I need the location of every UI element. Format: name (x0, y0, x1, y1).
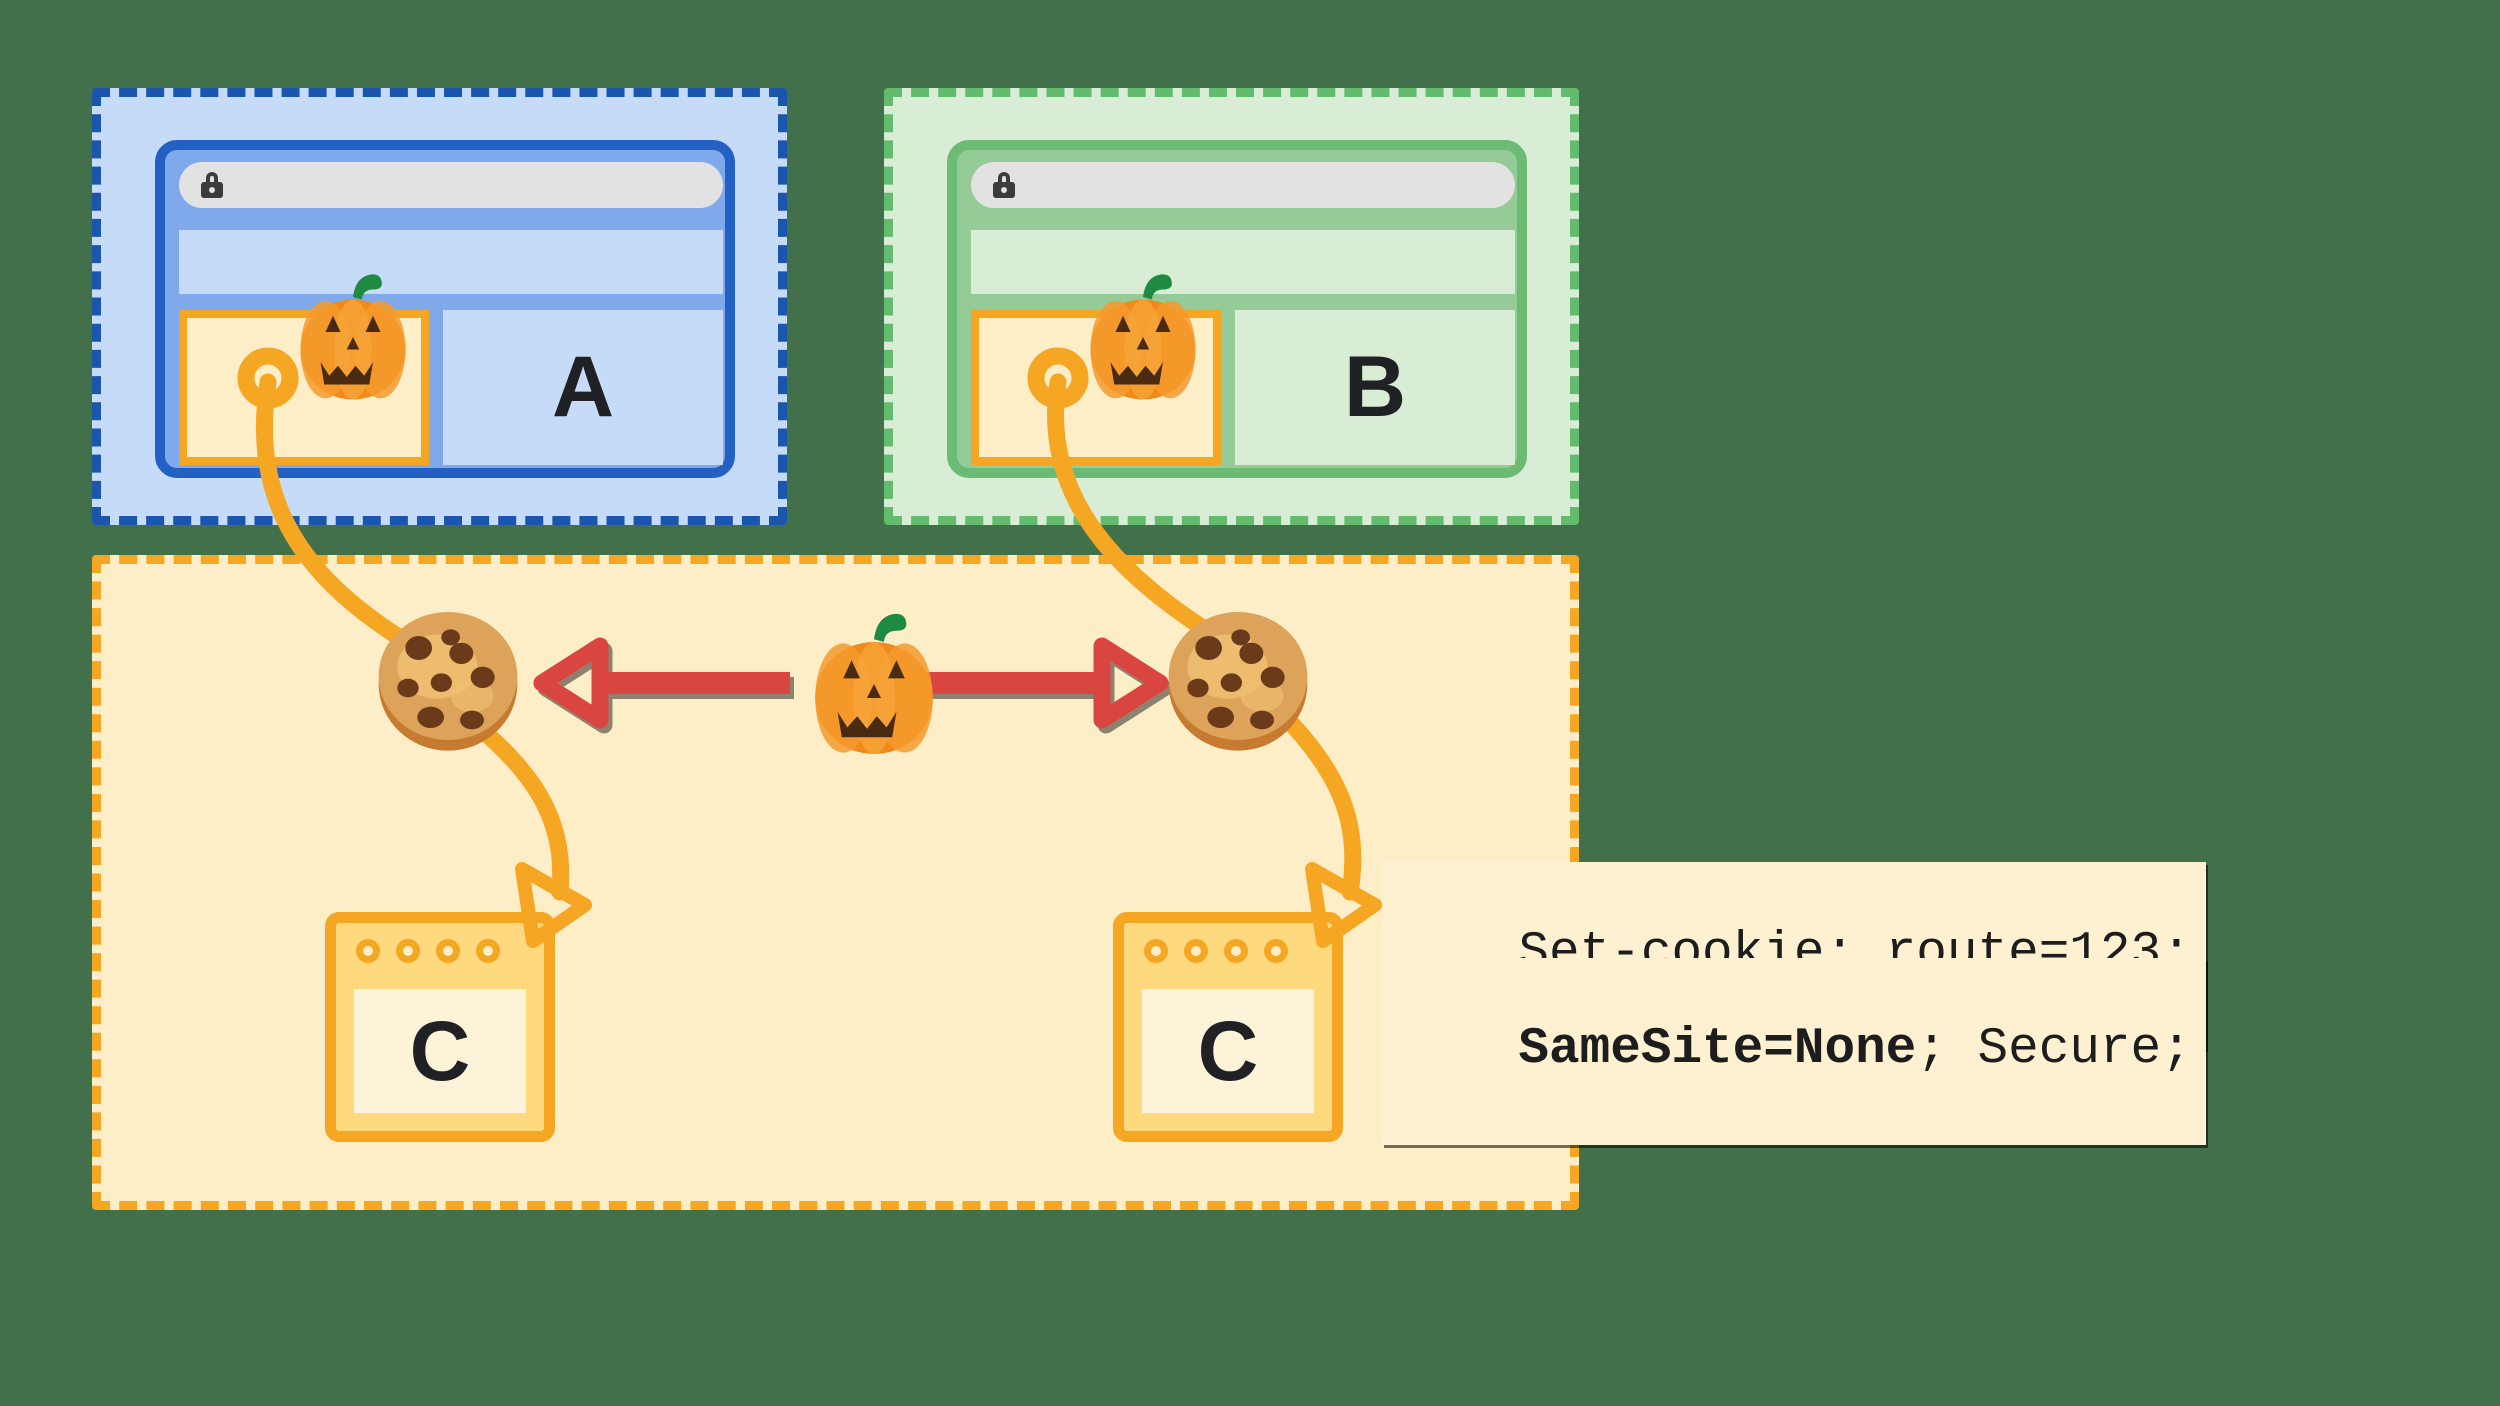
embedded-iframe-a (179, 310, 429, 465)
lock-icon (993, 172, 1015, 198)
window-dot (1264, 939, 1288, 963)
server-letter: C (409, 1003, 471, 1098)
window-dot (1184, 939, 1208, 963)
code-text-bold: SameSite=None (1518, 1021, 1917, 1078)
main-pane-b (1235, 310, 1515, 465)
window-dot (396, 939, 420, 963)
url-bar-b[interactable] (971, 162, 1515, 208)
site-letter-a: A (551, 339, 615, 435)
content-strip-b (971, 230, 1515, 294)
window-dots (1144, 939, 1288, 963)
server-c-right: C (1113, 912, 1343, 1142)
server-letter: C (1197, 1003, 1259, 1098)
window-dot (356, 939, 380, 963)
window-dot (476, 939, 500, 963)
main-pane-a (443, 310, 723, 465)
browser-window-a: A (155, 140, 735, 478)
code-label-samesite: SameSite=None; Secure; (1382, 958, 2206, 1145)
content-strip-a (179, 230, 723, 294)
party-box-site-c (92, 555, 1579, 1210)
code-text-rest: ; Secure; (1916, 1021, 2192, 1078)
window-dot (1144, 939, 1168, 963)
embedded-iframe-b (971, 310, 1221, 465)
browser-window-b: B (947, 140, 1527, 478)
window-dot (1224, 939, 1248, 963)
site-letter-b: B (1343, 339, 1407, 435)
server-c-left: C (325, 912, 555, 1142)
server-screen: C (354, 989, 526, 1113)
window-dots (356, 939, 500, 963)
server-screen: C (1142, 989, 1314, 1113)
window-dot (436, 939, 460, 963)
lock-icon (201, 172, 223, 198)
url-bar-a[interactable] (179, 162, 723, 208)
